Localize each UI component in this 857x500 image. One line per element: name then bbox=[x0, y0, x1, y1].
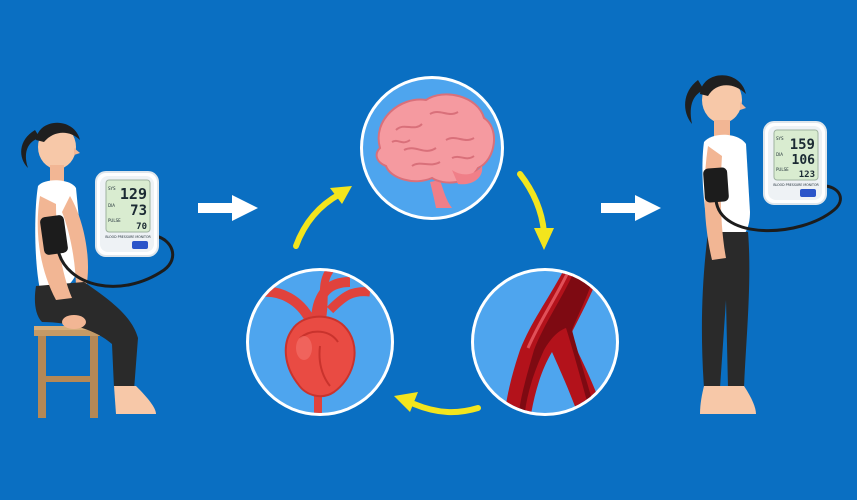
arrow-right-icon bbox=[601, 195, 661, 221]
systolic-value: 159 bbox=[790, 137, 815, 153]
start-stop-button bbox=[132, 241, 148, 249]
monitor-caption: BLOOD PRESSURE MONITOR bbox=[105, 235, 151, 239]
heart-circle bbox=[246, 268, 394, 416]
monitor-caption: BLOOD PRESSURE MONITOR bbox=[773, 183, 819, 187]
cycle-arrow-up-icon bbox=[293, 186, 352, 249]
sys-label: SYS bbox=[776, 136, 784, 141]
brain-circle bbox=[360, 76, 504, 220]
diastolic-value: 106 bbox=[792, 153, 816, 168]
right-blood-pressure-monitor: SYS 159 DIA 106 PULSE 123 BLOOD PRESSURE… bbox=[763, 121, 827, 205]
pulse-label: PULSE bbox=[776, 167, 789, 172]
pulse-label: PULSE bbox=[108, 218, 121, 223]
brain-icon bbox=[375, 93, 496, 208]
dia-label: DIA bbox=[776, 152, 783, 157]
pulse-value: 70 bbox=[136, 222, 147, 232]
cycle-arrow-down-icon bbox=[517, 171, 554, 250]
pulse-value: 123 bbox=[799, 170, 815, 180]
start-stop-button bbox=[800, 189, 816, 197]
arrow-right-icon bbox=[198, 195, 258, 221]
systolic-value: 129 bbox=[120, 185, 147, 203]
sys-label: SYS bbox=[108, 186, 116, 191]
artery-icon bbox=[504, 271, 606, 413]
artery-circle bbox=[471, 268, 619, 416]
seated-person-illustration bbox=[21, 122, 175, 418]
cycle-arrow-left-icon bbox=[394, 392, 481, 416]
stool bbox=[34, 326, 100, 418]
standing-person-illustration bbox=[685, 75, 842, 414]
dia-label: DIA bbox=[108, 203, 115, 208]
diastolic-value: 73 bbox=[130, 203, 147, 219]
left-blood-pressure-monitor: SYS 129 DIA 73 PULSE 70 BLOOD PRESSURE M… bbox=[95, 171, 159, 257]
